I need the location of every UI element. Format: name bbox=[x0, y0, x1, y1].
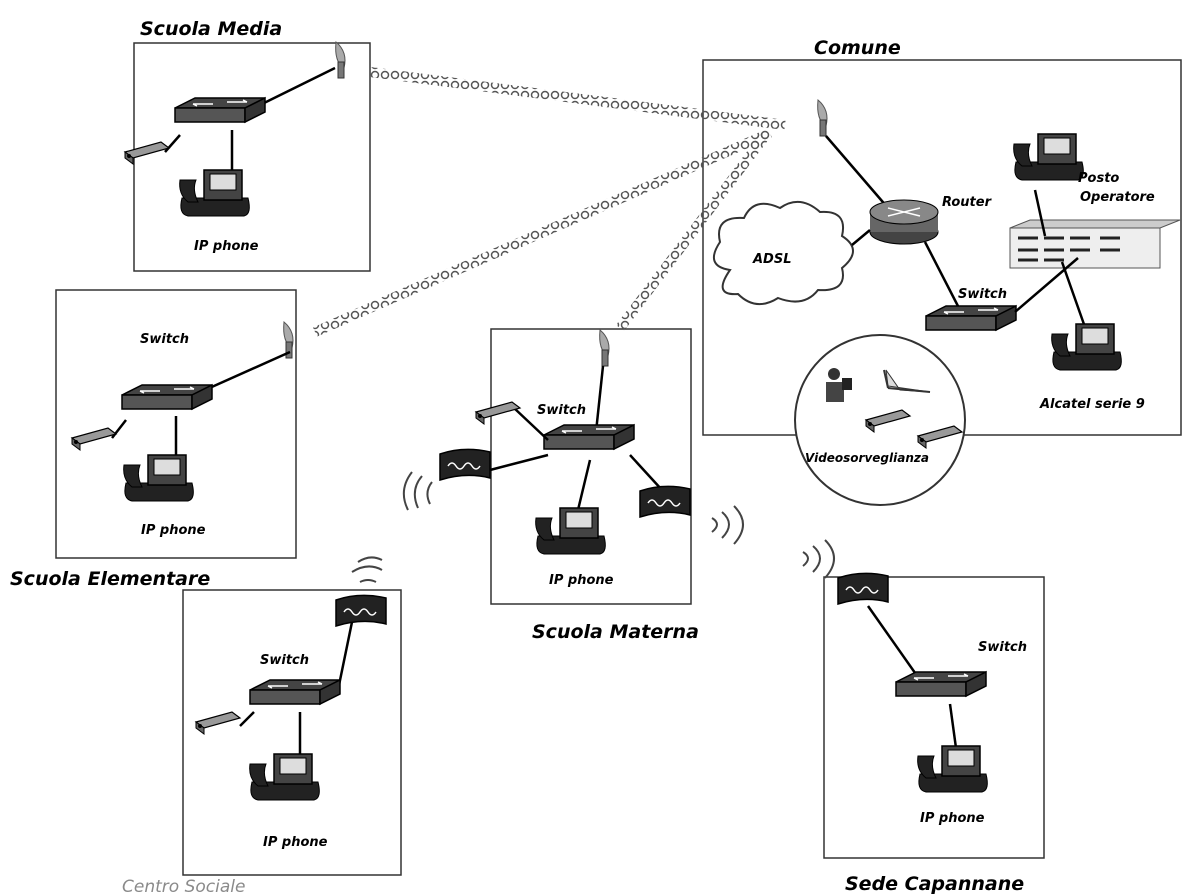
switch-label: Switch bbox=[260, 653, 309, 668]
phone-label: IP phone bbox=[141, 523, 206, 538]
switch-icon bbox=[925, 305, 1017, 331]
site-box-sociale bbox=[182, 589, 402, 876]
camera-icon bbox=[124, 141, 170, 165]
camera-icon bbox=[195, 711, 241, 735]
wireless-bridge-icon bbox=[335, 594, 387, 627]
ip-phone-icon bbox=[178, 169, 251, 217]
site-box-capannane bbox=[823, 576, 1045, 859]
wireless-bridge-icon bbox=[639, 485, 691, 518]
site-title-comune: Comune bbox=[814, 37, 901, 59]
ip-phone-icon bbox=[122, 454, 195, 502]
site-box-media bbox=[133, 42, 371, 272]
site-box-elementare bbox=[55, 289, 297, 559]
site-title-capannane: Sede Capannane bbox=[845, 873, 1024, 895]
adsl-cloud-icon bbox=[712, 201, 854, 305]
phone-label: IP phone bbox=[263, 835, 328, 850]
router-label: Router bbox=[942, 195, 993, 210]
ip-phone-icon bbox=[916, 745, 989, 793]
antenna-icon bbox=[817, 99, 828, 137]
camera-icon bbox=[475, 401, 521, 425]
switch-label: Switch bbox=[140, 332, 189, 347]
router-icon bbox=[869, 199, 939, 245]
site-box-materna bbox=[490, 328, 692, 605]
video-surveillance-label: Videosorveglianza bbox=[805, 451, 929, 465]
phone-label: IP phone bbox=[549, 573, 614, 588]
switch-label: Switch bbox=[958, 287, 1007, 302]
wireless-link-materna bbox=[616, 132, 769, 332]
wireless-link-media bbox=[369, 67, 786, 130]
phone-label: IP phone bbox=[194, 239, 259, 254]
operator-phone-icon bbox=[1012, 133, 1085, 181]
switch-icon bbox=[249, 679, 341, 705]
ip-phone-icon bbox=[1050, 323, 1123, 371]
switch-icon bbox=[121, 384, 213, 410]
operator-label-line1: Posto bbox=[1078, 171, 1119, 186]
person-icon bbox=[826, 368, 852, 402]
laptop-icon bbox=[883, 369, 931, 393]
switch-label: Switch bbox=[537, 403, 586, 418]
switch-icon bbox=[543, 424, 635, 450]
wireless-bridge-icon bbox=[439, 448, 491, 481]
site-title-sociale: Centro Sociale bbox=[122, 877, 245, 895]
site-title-elementare: Scuola Elementare bbox=[10, 568, 210, 590]
switch-icon bbox=[174, 97, 266, 123]
wireless-bridge-icon bbox=[837, 572, 889, 605]
antenna-icon bbox=[335, 41, 346, 79]
phone-label: IP phone bbox=[920, 811, 985, 826]
operator-label-line2: Operatore bbox=[1080, 190, 1155, 205]
switch-icon bbox=[895, 671, 987, 697]
ip-phone-icon bbox=[534, 507, 607, 555]
wireless-link-elementare bbox=[312, 128, 773, 337]
ip-phone-icon bbox=[248, 753, 321, 801]
adsl-label: ADSL bbox=[752, 252, 792, 267]
site-title-materna: Scuola Materna bbox=[532, 621, 699, 643]
camera-icon bbox=[71, 427, 117, 451]
antenna-icon bbox=[599, 329, 610, 367]
site-title-media: Scuola Media bbox=[140, 18, 282, 40]
alcatel-label: Alcatel serie 9 bbox=[1039, 397, 1145, 412]
switch-label: Switch bbox=[978, 640, 1027, 655]
pbx-icon bbox=[1009, 219, 1181, 269]
